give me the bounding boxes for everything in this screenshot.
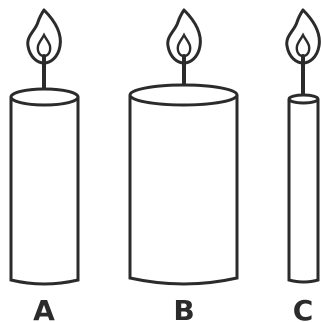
candle-body: [130, 95, 237, 284]
candle-body: [289, 99, 318, 282]
candle-top: [289, 95, 318, 103]
candle-b: B: [130, 10, 237, 322]
candle-top: [130, 85, 237, 105]
candle-a: A: [11, 10, 78, 322]
candle-body: [11, 97, 78, 284]
candle-label-b: B: [173, 294, 194, 322]
candle-label-a: A: [33, 294, 55, 322]
candle-c: C: [287, 10, 320, 322]
candle-label-c: C: [293, 294, 314, 322]
candle-top: [11, 89, 78, 105]
